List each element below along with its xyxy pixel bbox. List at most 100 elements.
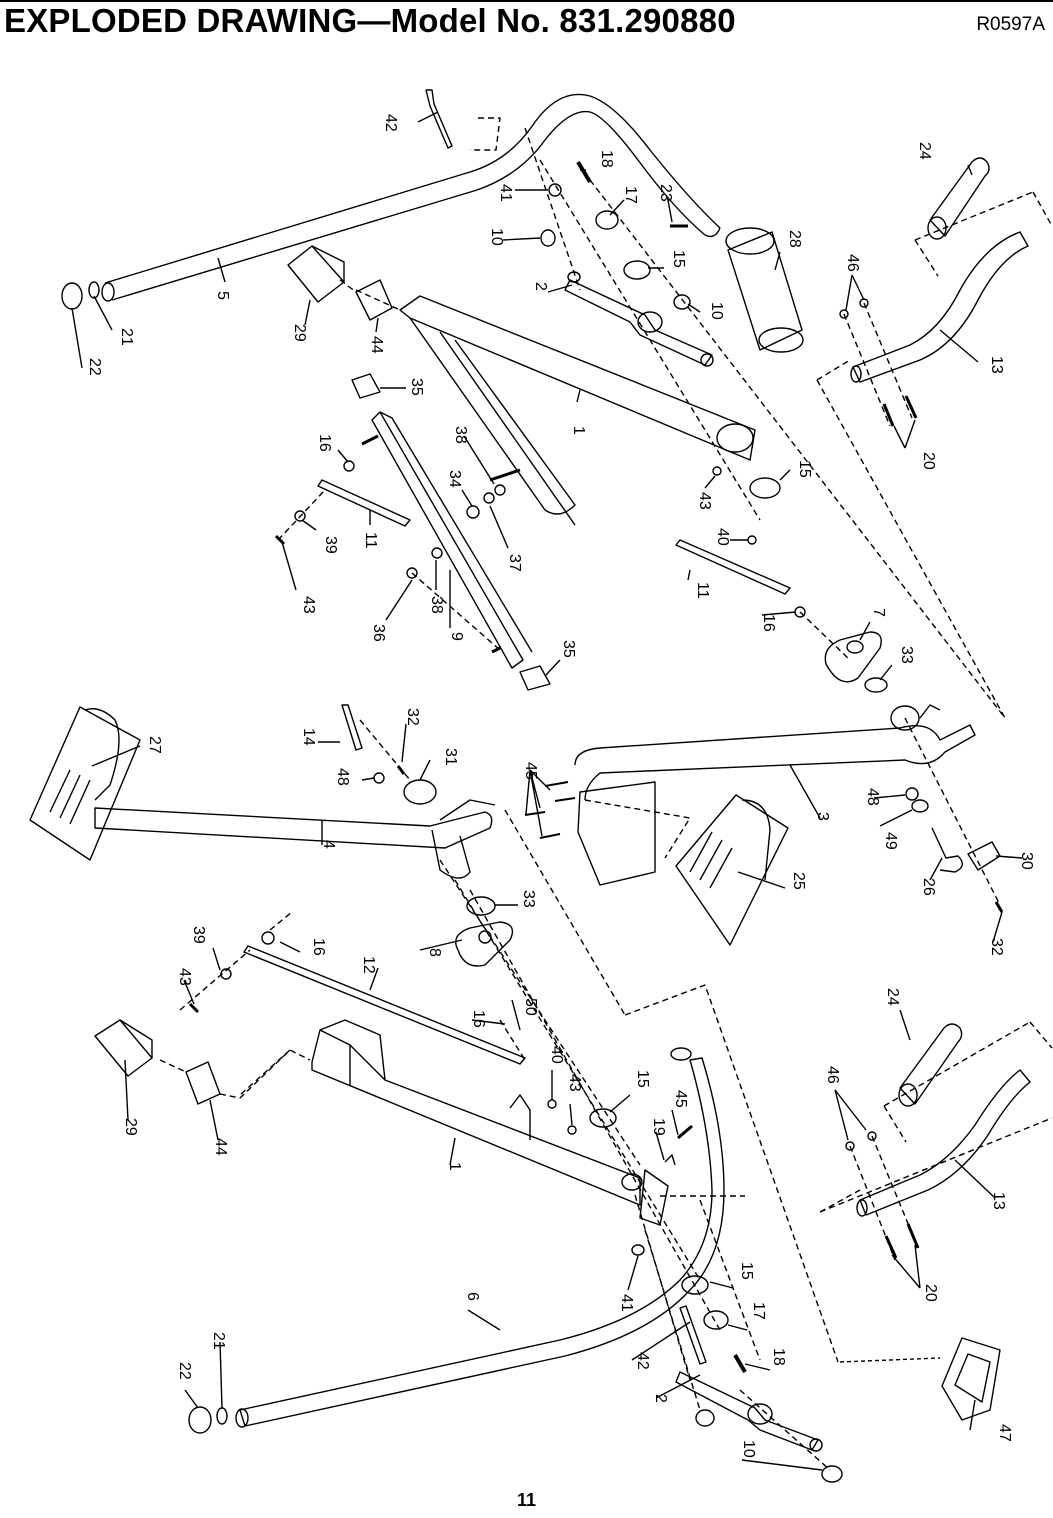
callout-label: 16 — [760, 614, 777, 632]
callout-label: 43 — [300, 596, 317, 614]
callout-label: 31 — [442, 748, 459, 766]
grip-24-lower — [899, 1023, 963, 1105]
pedal-25 — [675, 794, 789, 946]
roller-28 — [727, 231, 803, 351]
callout-label: 36 — [370, 624, 387, 642]
callout-label: 32 — [988, 938, 1005, 956]
callout-label: 34 — [446, 470, 463, 488]
callout-label: 3 — [814, 812, 831, 821]
callout-label: 10 — [740, 1440, 757, 1458]
block-29-upper — [287, 245, 345, 303]
callout-labels: 42 18 41 17 23 24 10 15 28 46 5 2 10 13 … — [86, 114, 1035, 1458]
link-11-left — [317, 479, 411, 527]
callout-label: 15 — [738, 1262, 755, 1280]
washer-33-lower — [466, 896, 496, 916]
callout-label: 21 — [118, 328, 135, 346]
washer-21-lower — [216, 1407, 228, 1425]
callout-label: 20 — [920, 452, 937, 470]
callout-label: 42 — [634, 1352, 651, 1370]
link-12 — [243, 945, 526, 1065]
callout-label: 15 — [634, 1070, 651, 1088]
callout-label: 48 — [334, 768, 351, 786]
callout-label: 18 — [770, 1348, 787, 1366]
callout-label: 19 — [650, 1118, 667, 1136]
pedal-27 — [29, 706, 141, 861]
grip-24-upper — [929, 157, 990, 237]
callout-label: 7 — [870, 608, 887, 617]
callout-label: 2 — [652, 1394, 669, 1403]
callout-label: 10 — [488, 228, 505, 246]
callout-label: 33 — [520, 890, 537, 908]
callout-label: 15 — [796, 460, 813, 478]
callout-label: 23 — [657, 184, 674, 202]
callout-label: 13 — [990, 1192, 1007, 1210]
callout-label: 27 — [146, 736, 163, 754]
bolt-42-upper — [425, 89, 453, 149]
block-29-lower — [94, 1019, 153, 1077]
callout-label: 24 — [916, 142, 933, 160]
callout-label: 14 — [300, 728, 317, 746]
callout-label: 35 — [560, 640, 577, 658]
callout-label: 38 — [428, 596, 445, 614]
pedal-bracket — [577, 781, 656, 886]
tube-13-lower — [859, 1069, 1031, 1216]
bracket-30 — [967, 841, 1001, 871]
bushing-15-mid — [749, 477, 781, 499]
bushing-15-lower-mid — [589, 1108, 617, 1128]
frame-3 — [574, 724, 976, 801]
callout-label: 42 — [382, 114, 399, 132]
callout-label: 16 — [470, 1010, 487, 1028]
callout-label: 44 — [368, 336, 385, 354]
callout-label: 25 — [790, 872, 807, 890]
callout-label: 16 — [310, 938, 327, 956]
callout-label: 1 — [570, 426, 587, 435]
callout-label: 43 — [566, 1074, 583, 1092]
callout-label: 15 — [670, 250, 687, 268]
plate-8 — [455, 921, 514, 967]
page-header: EXPLODED DRAWING—Model No. 831.290880 R0… — [0, 0, 1053, 46]
link-11-right — [675, 539, 791, 595]
console-47 — [941, 1337, 1001, 1421]
cap-35-lower — [519, 665, 551, 691]
callout-label: 16 — [316, 434, 333, 452]
upper-frame-1 — [399, 295, 756, 461]
upper-handlebar — [104, 93, 721, 284]
cap-35-upper — [351, 373, 381, 399]
callout-label: 21 — [210, 1332, 227, 1350]
reference-code: R0597A — [976, 14, 1045, 35]
callout-label: 12 — [360, 956, 377, 974]
cylinder-2-lower — [675, 1371, 819, 1451]
bolt-42-lower — [679, 1305, 707, 1365]
callout-label: 2 — [532, 282, 549, 291]
callout-label: 44 — [212, 1138, 229, 1156]
callout-label: 35 — [408, 378, 425, 396]
plate-7 — [824, 631, 882, 683]
lower-frame-1 — [311, 1019, 641, 1206]
end-cap-22-lower — [188, 1406, 212, 1434]
bushing-15-lower — [681, 1275, 709, 1295]
pedal-arm-4 — [94, 807, 493, 849]
callout-label: 47 — [996, 1424, 1013, 1442]
callout-label: 39 — [190, 926, 207, 944]
page-number: 11 — [516, 1490, 537, 1510]
callout-label: 29 — [122, 1118, 139, 1136]
callout-label: 22 — [176, 1362, 193, 1380]
callout-label: 5 — [214, 291, 231, 300]
top-rule — [0, 0, 1053, 2]
callout-label: 1 — [446, 1162, 463, 1171]
bracket-44-lower — [185, 1061, 221, 1105]
callout-label: 48 — [864, 788, 881, 806]
callout-label: 41 — [618, 1294, 635, 1312]
callout-label: 38 — [452, 426, 469, 444]
callout-label: 41 — [497, 184, 514, 202]
callout-label: 49 — [882, 832, 899, 850]
callout-label: 43 — [696, 492, 713, 510]
callout-label: 11 — [362, 532, 379, 549]
callout-label: 40 — [714, 528, 731, 546]
callout-label: 30 — [1018, 852, 1035, 870]
callout-label: 17 — [750, 1302, 767, 1320]
callout-label: 26 — [920, 878, 937, 896]
callout-label: 8 — [426, 948, 443, 957]
page-title: EXPLODED DRAWING—Model No. 831.290880 — [4, 2, 736, 39]
spacer-17-lower — [703, 1310, 729, 1330]
